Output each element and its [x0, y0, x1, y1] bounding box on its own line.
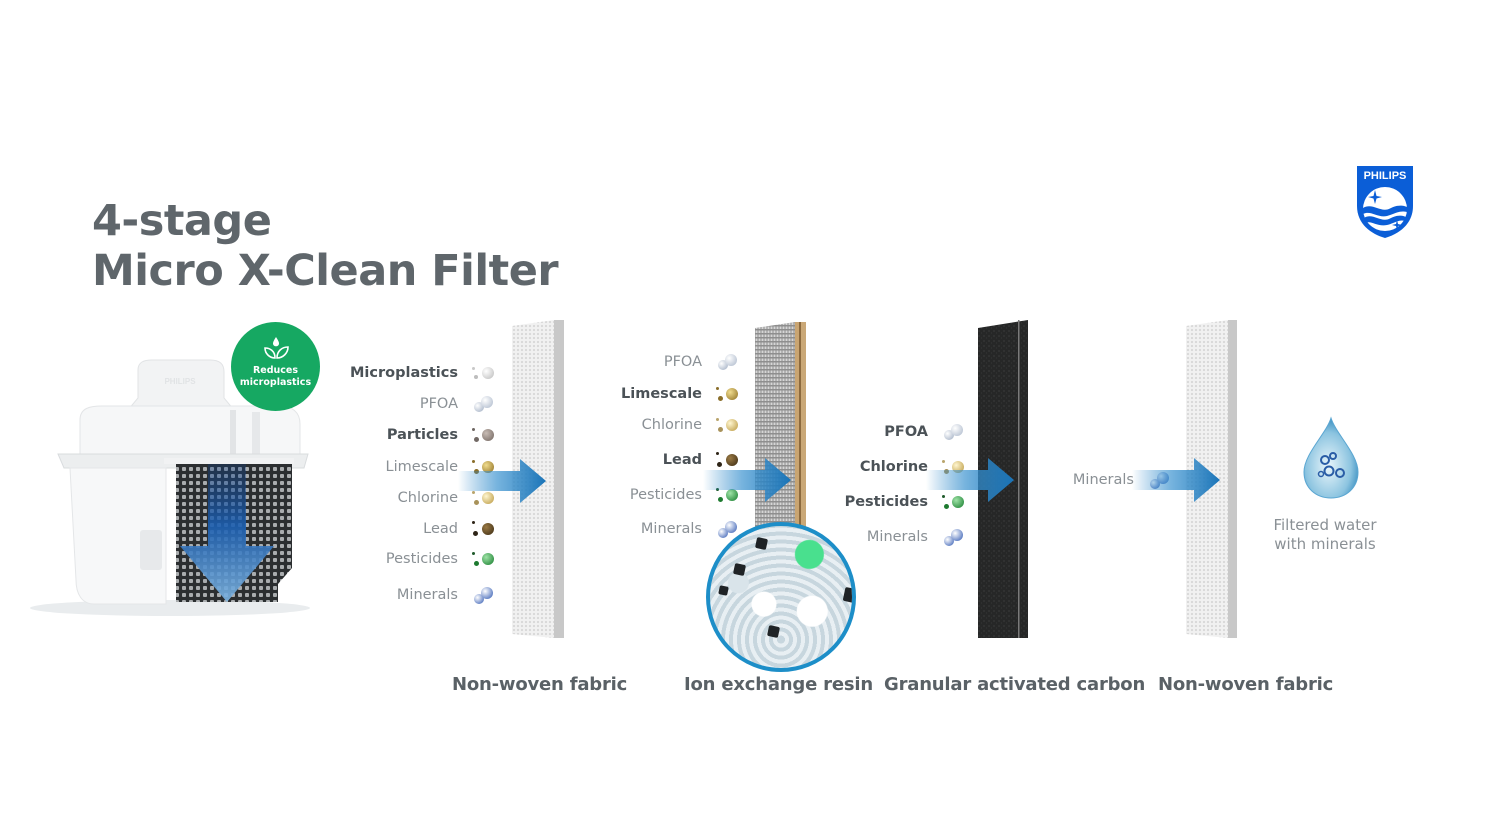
title-line-2: Micro X-Clean Filter — [92, 246, 559, 296]
badge-line-1: Reduces — [252, 365, 299, 376]
contaminant-minerals: Minerals — [867, 527, 966, 547]
lead-particles-icon — [714, 450, 740, 470]
flow-arrow-2 — [703, 458, 793, 502]
contaminant-limescale: Limescale — [621, 384, 740, 404]
page-title: 4-stage Micro X-Clean Filter — [92, 196, 559, 296]
filtered-water-caption: Filtered water with minerals — [1273, 516, 1377, 553]
stage-3-label: Granular activated carbon — [884, 674, 1146, 695]
limescale-particles-icon — [714, 384, 740, 404]
contaminant-pfoa: PFOA — [884, 422, 966, 442]
pesticides-particles-icon — [940, 492, 966, 512]
reduces-microplastics-badge: Reduces microplastics — [231, 322, 320, 411]
lead-particles-icon — [470, 519, 496, 539]
contaminant-particles: Particles — [387, 425, 496, 445]
pfoa-bubbles-icon — [940, 422, 966, 442]
badge-line-2: microplastics — [239, 377, 312, 388]
title-line-1: 4-stage — [92, 196, 272, 246]
contaminant-minerals: Minerals — [397, 585, 496, 605]
stage-2-contaminant-list: PFOA Limescale Chlorine Lead Pesticides — [600, 350, 740, 550]
cartridge-emboss: PHILIPS — [164, 377, 196, 386]
flow-arrow-1 — [458, 459, 548, 503]
chlorine-particles-icon — [714, 415, 740, 435]
minerals-bubbles-icon — [940, 527, 966, 547]
chlorine-particles-icon — [470, 488, 496, 508]
minerals-bubbles-icon — [714, 519, 740, 539]
leaf-drop-icon — [264, 337, 289, 359]
contaminant-minerals: Minerals — [641, 519, 740, 539]
stage-1-label: Non-woven fabric — [452, 674, 628, 695]
ion-exchange-resin-closeup — [706, 522, 856, 672]
pfoa-bubbles-icon — [714, 352, 740, 372]
stage-4-label: Non-woven fabric — [1158, 674, 1334, 695]
contaminant-pesticides: Pesticides — [845, 492, 966, 512]
particles-icon — [470, 425, 496, 445]
contaminant-chlorine: Chlorine — [642, 415, 740, 435]
contaminant-pesticides: Pesticides — [386, 549, 496, 569]
water-drop-icon — [1300, 416, 1362, 500]
pesticides-particles-icon — [470, 549, 496, 569]
filter-cartridge-image: PHILIPS — [20, 340, 320, 620]
contaminant-lead: Lead — [663, 450, 740, 470]
contaminant-pfoa: PFOA — [664, 352, 740, 372]
microplastics-particles-icon — [470, 363, 496, 383]
flow-arrow-3 — [926, 458, 1016, 502]
philips-logo: PHILIPS — [1355, 164, 1415, 239]
contaminant-chlorine: Chlorine — [398, 488, 496, 508]
contaminant-microplastics: Microplastics — [350, 363, 496, 383]
contaminant-pfoa: PFOA — [420, 394, 496, 414]
contaminant-lead: Lead — [423, 519, 496, 539]
stage-2-label: Ion exchange resin — [684, 674, 873, 695]
minerals-bubbles-icon — [470, 585, 496, 605]
flow-arrow-4 — [1132, 458, 1222, 502]
pfoa-bubbles-icon — [470, 394, 496, 414]
stage-1-contaminant-list: Microplastics PFOA Particles Limescale C… — [340, 360, 496, 610]
brand-text: PHILIPS — [1364, 170, 1407, 182]
